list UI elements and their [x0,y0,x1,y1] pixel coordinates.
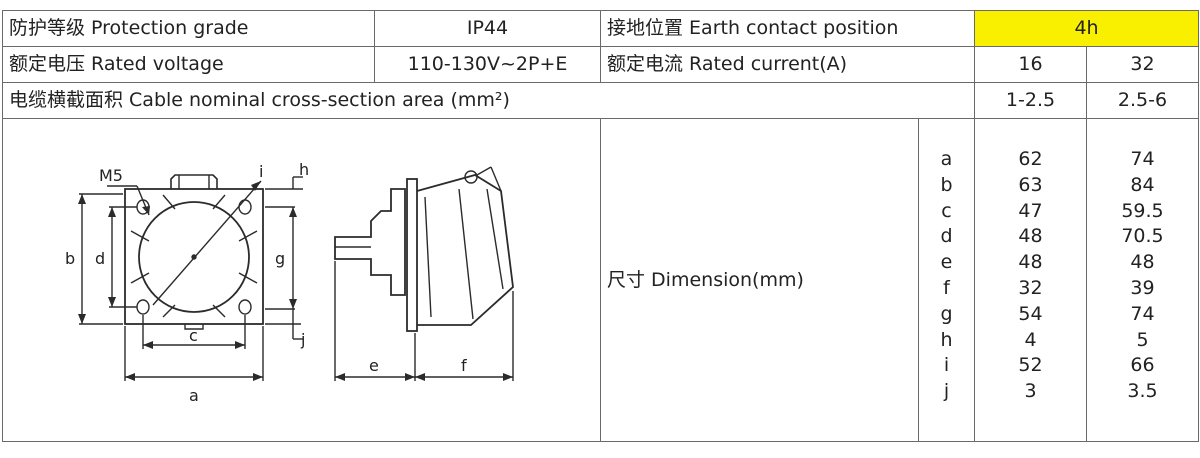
dimension-value-32: 48 [1130,251,1155,274]
dimension-value-32: 74 [1130,148,1155,170]
mounting-hole [136,299,150,315]
dimension-value-16: 48 [1018,225,1043,248]
dimension-value-32: 66 [1130,354,1155,377]
mounting-hole [238,199,252,215]
dimension-letter: d [940,225,953,248]
table-row: 防护等级 Protection grade IP44 接地位置 Earth co… [2,10,1200,47]
dimension-letter: a [940,148,953,170]
dimension-value-32: 74 [1130,302,1155,325]
dimension-value-16: 47 [1018,199,1043,222]
dimension-letter: j [943,380,950,403]
rated-voltage-value: 110-130V~2P+E [374,46,601,83]
cable-area-32: 2.5-6 [1085,82,1200,119]
dimension-value-16: 54 [1018,302,1043,325]
socket-face-circle [138,201,250,313]
mounting-hole [238,299,252,315]
cable-area-label: 电缆横截面积 Cable nominal cross-section area … [2,82,975,119]
dim-line-i [152,180,262,306]
dimension-letter: h [940,328,953,351]
dimension-letter: f [943,276,950,299]
dimension-value-32: 5 [1136,328,1149,351]
label-c: c [189,326,198,345]
table-row: 额定电压 Rated voltage 110-130V~2P+E 额定电流 Ra… [2,46,1200,83]
label-b: b [65,249,75,268]
label-a: a [189,386,199,405]
dimension-value-16: 62 [1018,148,1043,170]
dimension-value-32: 39 [1130,276,1155,299]
cable-area-16: 1-2.5 [974,82,1087,119]
earth-contact-label: 接地位置 Earth contact position [600,10,975,47]
dimension-value-32: 3.5 [1127,380,1158,403]
rated-current-label: 额定电流 Rated current(A) [600,46,975,83]
dimension-value-32: 59.5 [1121,199,1164,222]
dimension-value-16: 32 [1018,276,1043,299]
label-m5: M5 [99,166,123,185]
dimension-letter: i [943,354,950,377]
socket-flange [124,188,264,325]
dimension-value-16: 52 [1018,354,1043,377]
dimension-drawing: M5 i h b d g j c a e f [65,160,514,405]
dimension-value-32: 70.5 [1121,225,1164,248]
dimension-drawing-cell: M5 i h b d g j c a e f [2,118,601,442]
dimension-value-16: 4 [1024,328,1037,351]
protection-grade-value: IP44 [374,10,601,47]
label-e: e [369,356,379,375]
table-row: M5 i h b d g j c a e f 尺寸 Dimension(mm) … [2,118,1200,442]
rated-voltage-label: 额定电压 Rated voltage [2,46,375,83]
label-i: i [259,162,263,181]
dimension-label: 尺寸 Dimension(mm) [600,118,919,442]
hinge-circle [464,170,478,184]
earth-contact-value: 4h [973,10,1200,47]
side-flange [406,178,418,332]
dimension-value-16: 3 [1024,380,1037,403]
dimension-letter: c [941,199,952,222]
dimension-letter: b [940,173,953,196]
side-body-rear [334,188,406,296]
rated-current-16: 16 [974,46,1087,83]
table-row: 电缆横截面积 Cable nominal cross-section area … [2,82,1200,119]
top-tab [170,174,218,189]
protection-grade-label: 防护等级 Protection grade [2,10,375,47]
dimension-value-16: 63 [1018,173,1043,196]
label-d: d [95,249,105,268]
label-g: g [275,249,285,268]
label-f: f [461,356,467,375]
label-j: j [300,330,305,349]
rated-current-32: 32 [1085,46,1200,83]
dimension-letter: g [940,302,953,325]
label-h: h [299,160,309,179]
dimension-value-32: 84 [1130,173,1155,196]
dimension-letter: e [940,251,953,274]
spec-table: 防护等级 Protection grade IP44 接地位置 Earth co… [2,10,1200,442]
dimension-value-16: 48 [1018,251,1043,274]
